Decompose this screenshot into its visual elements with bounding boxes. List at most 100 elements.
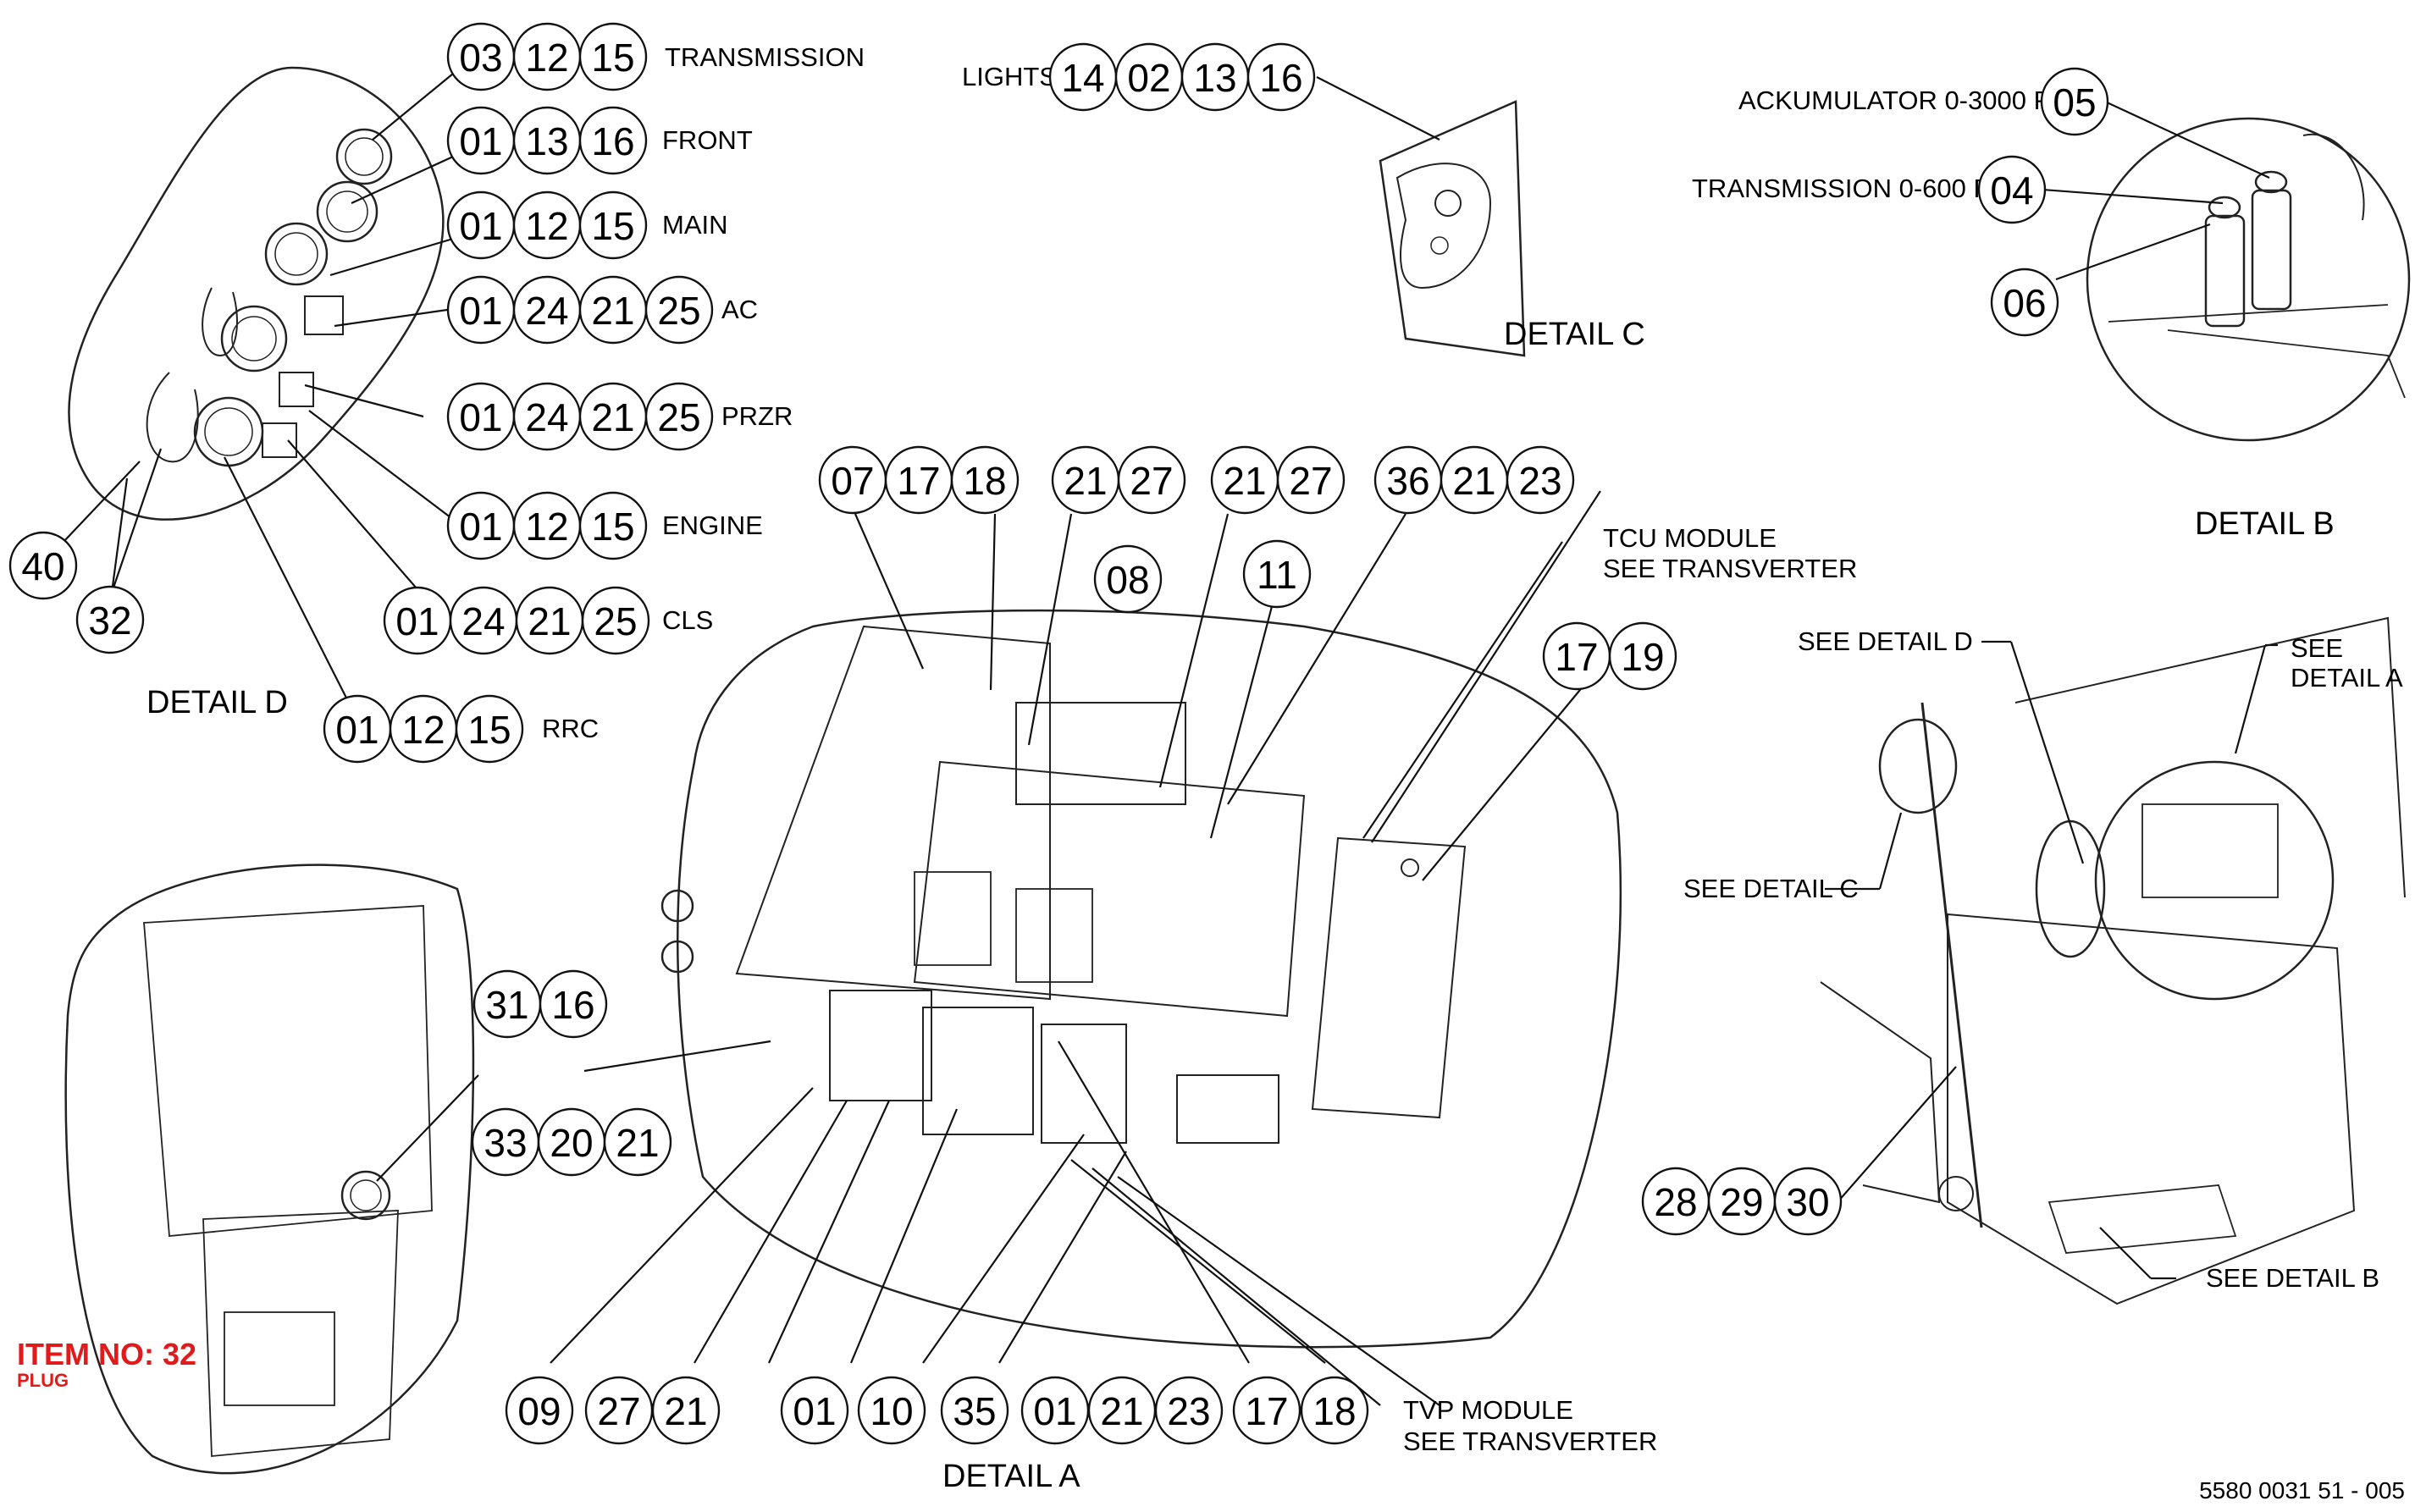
callout-number: 04 xyxy=(1990,168,2033,212)
callout-bubble xyxy=(1977,155,2047,224)
callout-number: 25 xyxy=(594,599,637,643)
label-tvp-line1: TVP MODULE xyxy=(1403,1395,1573,1425)
callout-bubble xyxy=(950,445,1020,515)
callout-number: 07 xyxy=(831,459,874,503)
callout-number: 11 xyxy=(1257,553,1297,597)
callout-number: 08 xyxy=(1106,558,1149,602)
callout-bubble xyxy=(780,1376,849,1445)
detail-b-title: DETAIL B xyxy=(2195,506,2335,542)
callout-number: 36 xyxy=(1386,459,1429,503)
label-tcu-line1: TCU MODULE xyxy=(1603,523,1777,553)
callout-number: 15 xyxy=(591,505,634,549)
callout-bubble xyxy=(578,190,648,260)
callout-number: 27 xyxy=(1289,459,1332,503)
callouts-a-11: 11 xyxy=(1242,539,1312,609)
text-labels: TRANSMISSION FRONT MAIN AC PRZR ENGINE C… xyxy=(17,42,2405,1504)
callout-number: 01 xyxy=(459,395,502,439)
callout-number: 24 xyxy=(525,395,568,439)
callout-number: 01 xyxy=(459,289,502,333)
callout-bubble xyxy=(644,275,714,345)
label-see-detail-a-line1: SEE xyxy=(2291,633,2343,663)
callout-number: 12 xyxy=(525,204,568,248)
callouts-a-07-17-18: 07 17 18 xyxy=(818,445,1020,515)
callout-bubble xyxy=(455,694,524,764)
label-przr: PRZR xyxy=(721,401,793,431)
callout-bubble xyxy=(578,491,648,560)
callout-number: 12 xyxy=(525,505,568,549)
label-tvp-line2: SEE TRANSVERTER xyxy=(1403,1426,1657,1456)
item-note-subtitle: PLUG xyxy=(17,1370,69,1391)
label-ac: AC xyxy=(721,295,758,324)
label-see-detail-a-line2: DETAIL A xyxy=(2291,663,2403,693)
callout-bubble xyxy=(1300,1376,1369,1445)
callout-number: 21 xyxy=(591,395,634,439)
callout-bubble xyxy=(1608,621,1677,691)
callouts-d-przr: 01 24 21 25 xyxy=(446,382,714,451)
overview-drawing xyxy=(1820,616,2406,1305)
callout-number: 35 xyxy=(953,1389,996,1433)
callout-number: 32 xyxy=(88,599,131,643)
callout-number: 25 xyxy=(657,289,700,333)
detail-d-drawing xyxy=(68,66,445,521)
leader-lines xyxy=(63,73,2278,1406)
callout-bubble xyxy=(1990,268,2059,337)
callout-bubble xyxy=(1506,445,1575,515)
detail-c-drawing xyxy=(1379,100,1526,357)
callout-number: 33 xyxy=(484,1121,527,1165)
callout-number: 12 xyxy=(525,36,568,80)
callout-number: 09 xyxy=(517,1389,561,1433)
callout-bubble xyxy=(581,586,650,655)
callout-bubble xyxy=(644,382,714,451)
callout-bubble xyxy=(578,106,648,175)
callouts-b-05: 05 xyxy=(2040,67,2109,136)
label-engine: ENGINE xyxy=(662,510,763,540)
callout-bubble xyxy=(1232,1376,1301,1445)
callout-number: 16 xyxy=(1259,56,1302,100)
callout-number: 21 xyxy=(616,1121,659,1165)
label-lights: LIGHTS xyxy=(962,62,1057,91)
callout-bubble xyxy=(1154,1376,1224,1445)
callout-number: 19 xyxy=(1621,635,1664,679)
callout-number: 21 xyxy=(1452,459,1495,503)
callout-number: 29 xyxy=(1720,1180,1763,1224)
label-rrc: RRC xyxy=(542,714,599,743)
sheet-number: 5580 0031 51 - 005 xyxy=(2199,1477,2405,1504)
callout-number: 01 xyxy=(793,1389,836,1433)
callout-bubble xyxy=(1773,1167,1843,1236)
callout-number: 25 xyxy=(657,395,700,439)
callout-number: 15 xyxy=(591,36,634,80)
callout-number: 21 xyxy=(664,1389,707,1433)
callout-bubble xyxy=(1276,445,1346,515)
callout-number: 01 xyxy=(395,599,439,643)
callout-number: 13 xyxy=(525,119,568,163)
callout-bubble xyxy=(505,1376,574,1445)
callout-number: 30 xyxy=(1786,1180,1829,1224)
detail-d-title: DETAIL D xyxy=(146,685,288,720)
label-see-detail-c: SEE DETAIL C xyxy=(1683,874,1859,903)
callout-number: 01 xyxy=(459,505,502,549)
callout-bubble xyxy=(940,1376,1009,1445)
callout-number: 18 xyxy=(963,459,1006,503)
callouts-d-32: 32 xyxy=(75,585,145,654)
callout-number: 01 xyxy=(335,708,379,752)
callout-bubble xyxy=(1246,42,1316,112)
callout-bubble xyxy=(2040,67,2109,136)
callout-number: 21 xyxy=(1223,459,1266,503)
callout-bubble xyxy=(1242,539,1312,609)
item-note-title: ITEM NO: 32 xyxy=(17,1337,196,1371)
label-front: FRONT xyxy=(662,125,753,155)
callout-number: 16 xyxy=(591,119,634,163)
callout-number: 17 xyxy=(897,459,940,503)
callout-bubble xyxy=(857,1376,926,1445)
label-ackumulator: ACKUMULATOR 0-3000 PSI xyxy=(1738,86,2076,115)
callout-number: 05 xyxy=(2053,80,2096,124)
callout-number: 16 xyxy=(551,983,594,1027)
callout-number: 27 xyxy=(597,1389,640,1433)
